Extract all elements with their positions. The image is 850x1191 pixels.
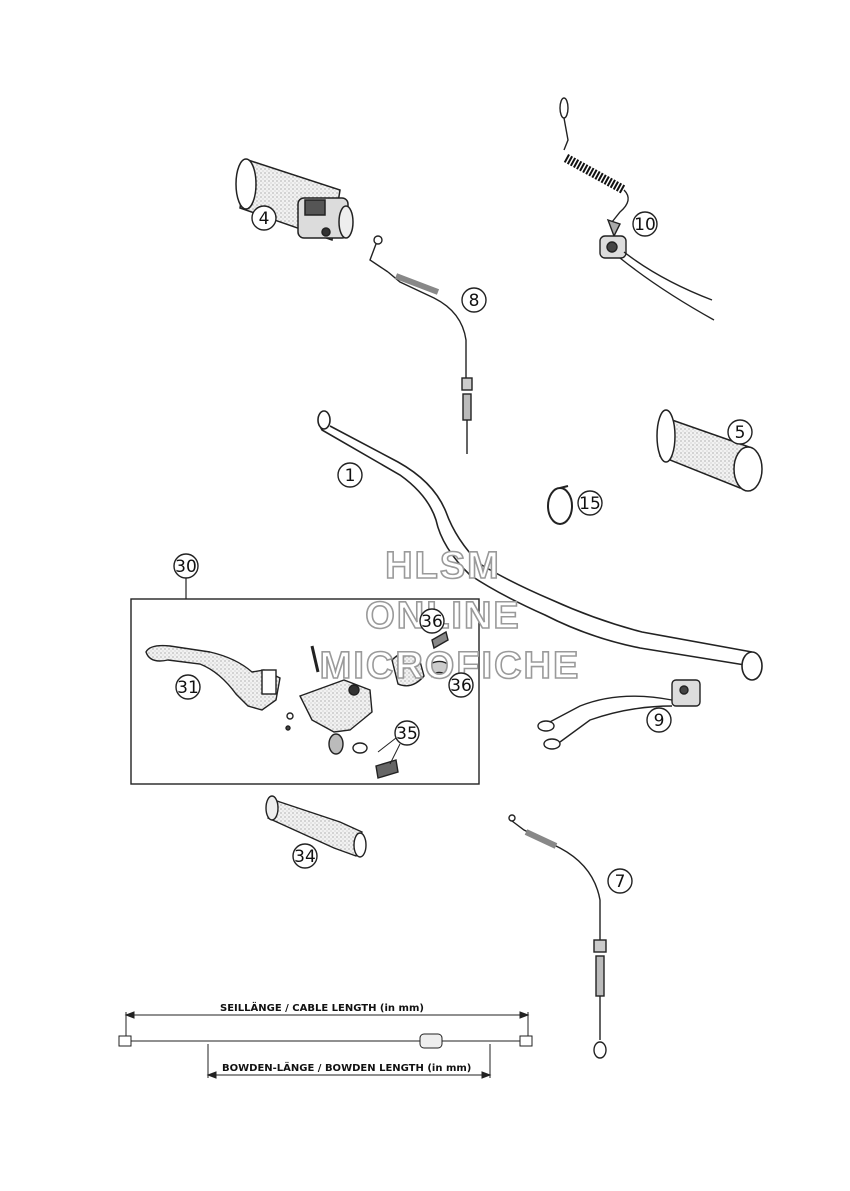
- callout-7[interactable]: 7: [607, 868, 633, 894]
- rubber-boot-part[interactable]: [265, 795, 367, 858]
- watermark-line-3: MICROFICHE: [320, 645, 581, 687]
- callout-10[interactable]: 10: [632, 211, 658, 237]
- callout-1[interactable]: 1: [337, 462, 363, 488]
- callout-15[interactable]: 15: [577, 490, 603, 516]
- callout-label: 34: [294, 847, 316, 867]
- callout-9[interactable]: 9: [646, 707, 672, 733]
- callout-31[interactable]: 31: [175, 674, 201, 700]
- callout-label: 31: [177, 678, 199, 698]
- callout-label: 9: [654, 711, 665, 731]
- throttle-grip-part[interactable]: [235, 158, 354, 242]
- callout-label: 4: [259, 209, 270, 229]
- callout-4[interactable]: 4: [251, 205, 277, 231]
- callout-label: 7: [615, 872, 626, 892]
- callout-5[interactable]: 5: [727, 419, 753, 445]
- left-grip-part[interactable]: [656, 409, 763, 492]
- callout-label: 1: [345, 466, 356, 486]
- clutch-cable-part[interactable]: [508, 814, 607, 1059]
- callout-8[interactable]: 8: [461, 287, 487, 313]
- clutch-lever-assembly-box: [130, 578, 480, 785]
- bowden-length-label: BOWDEN-LÄNGE / BOWDEN LENGTH (in mm): [222, 1060, 471, 1074]
- lever-bracket-part[interactable]: [285, 645, 373, 755]
- callout-label: 10: [634, 215, 656, 235]
- callout-36-bottom[interactable]: 36: [448, 672, 474, 698]
- watermark: HLSM ONLINE MICROFICHE: [319, 544, 581, 688]
- cable-length-drawing: [118, 1011, 533, 1079]
- callout-30[interactable]: 30: [173, 553, 199, 579]
- handlebar-part[interactable]: [317, 410, 763, 681]
- watermark-line-1: HLSM: [385, 545, 501, 587]
- callout-35[interactable]: 35: [377, 720, 420, 765]
- screw-part[interactable]: [352, 630, 449, 779]
- callout-36-top[interactable]: 36: [419, 608, 445, 634]
- callout-label: 5: [735, 423, 746, 443]
- cable-length-label: SEILLÄNGE / CABLE LENGTH (in mm): [220, 1000, 424, 1014]
- callout-34[interactable]: 34: [292, 843, 318, 869]
- lever-clamp-part[interactable]: [391, 651, 451, 687]
- clamp-ring-part[interactable]: [547, 485, 573, 525]
- callout-label: 35: [396, 724, 418, 744]
- handlebar-switch-part[interactable]: [537, 679, 701, 750]
- throttle-cable-part[interactable]: [369, 235, 473, 454]
- callout-label: 36: [421, 612, 443, 632]
- callout-label: 36: [450, 676, 472, 696]
- callout-label: 15: [579, 494, 601, 514]
- kill-switch-cord-part[interactable]: [559, 97, 715, 321]
- callout-label: 30: [175, 557, 197, 577]
- clutch-lever-part[interactable]: [145, 644, 281, 711]
- callout-label: 8: [469, 291, 480, 311]
